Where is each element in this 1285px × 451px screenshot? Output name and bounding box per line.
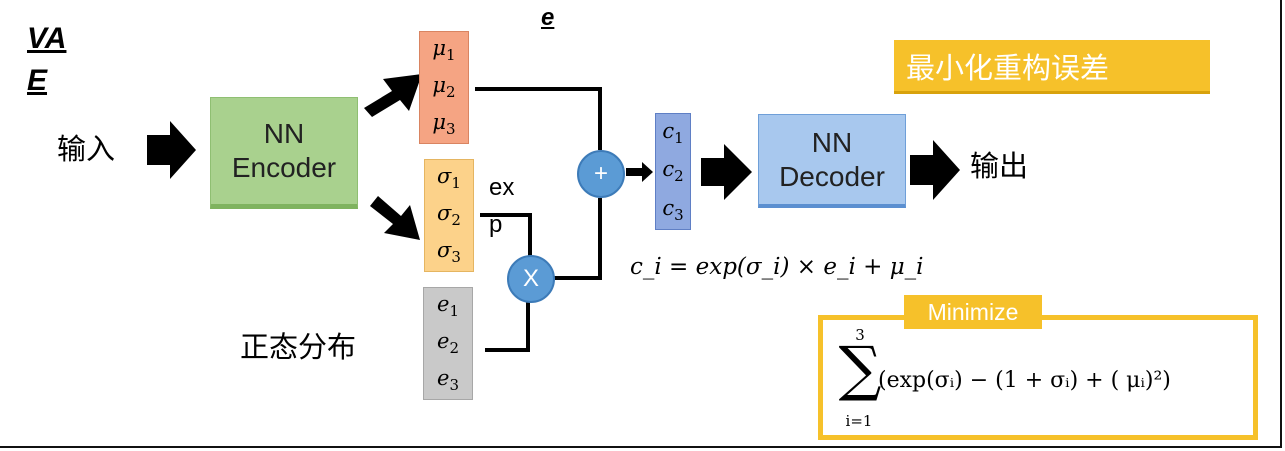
title-line-2: E: [27, 64, 48, 97]
minimize-label: Minimize: [904, 295, 1042, 329]
input-label: 输入: [57, 132, 116, 166]
sum-lower-limit: i=1: [845, 412, 873, 430]
nn-encoder-block: NN Encoder: [210, 97, 358, 209]
arrow-input-to-encoder: [147, 121, 196, 179]
e-item: e2: [437, 329, 459, 358]
plus-operator: +: [577, 150, 625, 198]
c-vector: c1 c2 c3: [655, 113, 691, 230]
e-item: e3: [437, 366, 459, 395]
exp-label-part-2: p: [489, 211, 503, 238]
c-item: c3: [662, 195, 684, 224]
arrow-plus-to-c: [626, 162, 653, 182]
minimize-formula-body: (exp(σᵢ) − (1 + σᵢ) + ( μᵢ)²): [878, 368, 1171, 393]
title-line-1: VA: [27, 22, 67, 55]
output-label: 输出: [970, 149, 1029, 183]
reparam-equation: c_i = exp(σ_i) × e_i + μ_i: [630, 254, 924, 280]
line-e-to-times: [485, 301, 530, 352]
mu-item: μ2: [432, 73, 456, 102]
mu-item: μ1: [432, 36, 456, 65]
mu-item: μ3: [432, 110, 456, 139]
encoder-line-1: NN: [263, 118, 305, 150]
sum-upper-limit: 3: [855, 326, 865, 344]
arrow-decoder-to-output: [910, 140, 960, 200]
top-e-label: e: [541, 4, 555, 31]
e-item: e1: [437, 292, 459, 321]
mu-vector: μ1 μ2 μ3: [419, 31, 469, 144]
sigma-item: σ2: [437, 201, 461, 230]
sigma-item: σ1: [437, 164, 461, 193]
exp-label-part-1: ex: [489, 174, 515, 201]
times-operator: X: [507, 255, 555, 303]
nn-decoder-block: NN Decoder: [758, 114, 906, 208]
c-item: c1: [662, 119, 684, 148]
decoder-line-2: Decoder: [779, 160, 885, 192]
c-item: c2: [662, 157, 684, 186]
line-sigma-to-times: [480, 213, 532, 256]
objective-banner: 最小化重构误差: [894, 40, 1210, 94]
e-vector: e1 e2 e3: [423, 287, 473, 400]
arrow-c-to-decoder: [701, 144, 752, 200]
arrow-encoder-to-mu: [364, 74, 422, 117]
normal-distribution-label: 正态分布: [240, 330, 357, 364]
line-times-to-plus: [553, 198, 602, 280]
sigma-vector: σ1 σ2 σ3: [424, 159, 474, 272]
sum-symbol: ∑: [838, 334, 882, 404]
arrow-encoder-to-sigma: [370, 196, 420, 240]
encoder-line-2: Encoder: [231, 152, 337, 183]
sigma-item: σ3: [437, 238, 461, 267]
line-mu-to-plus: [475, 87, 602, 150]
decoder-line-1: NN: [811, 126, 853, 158]
